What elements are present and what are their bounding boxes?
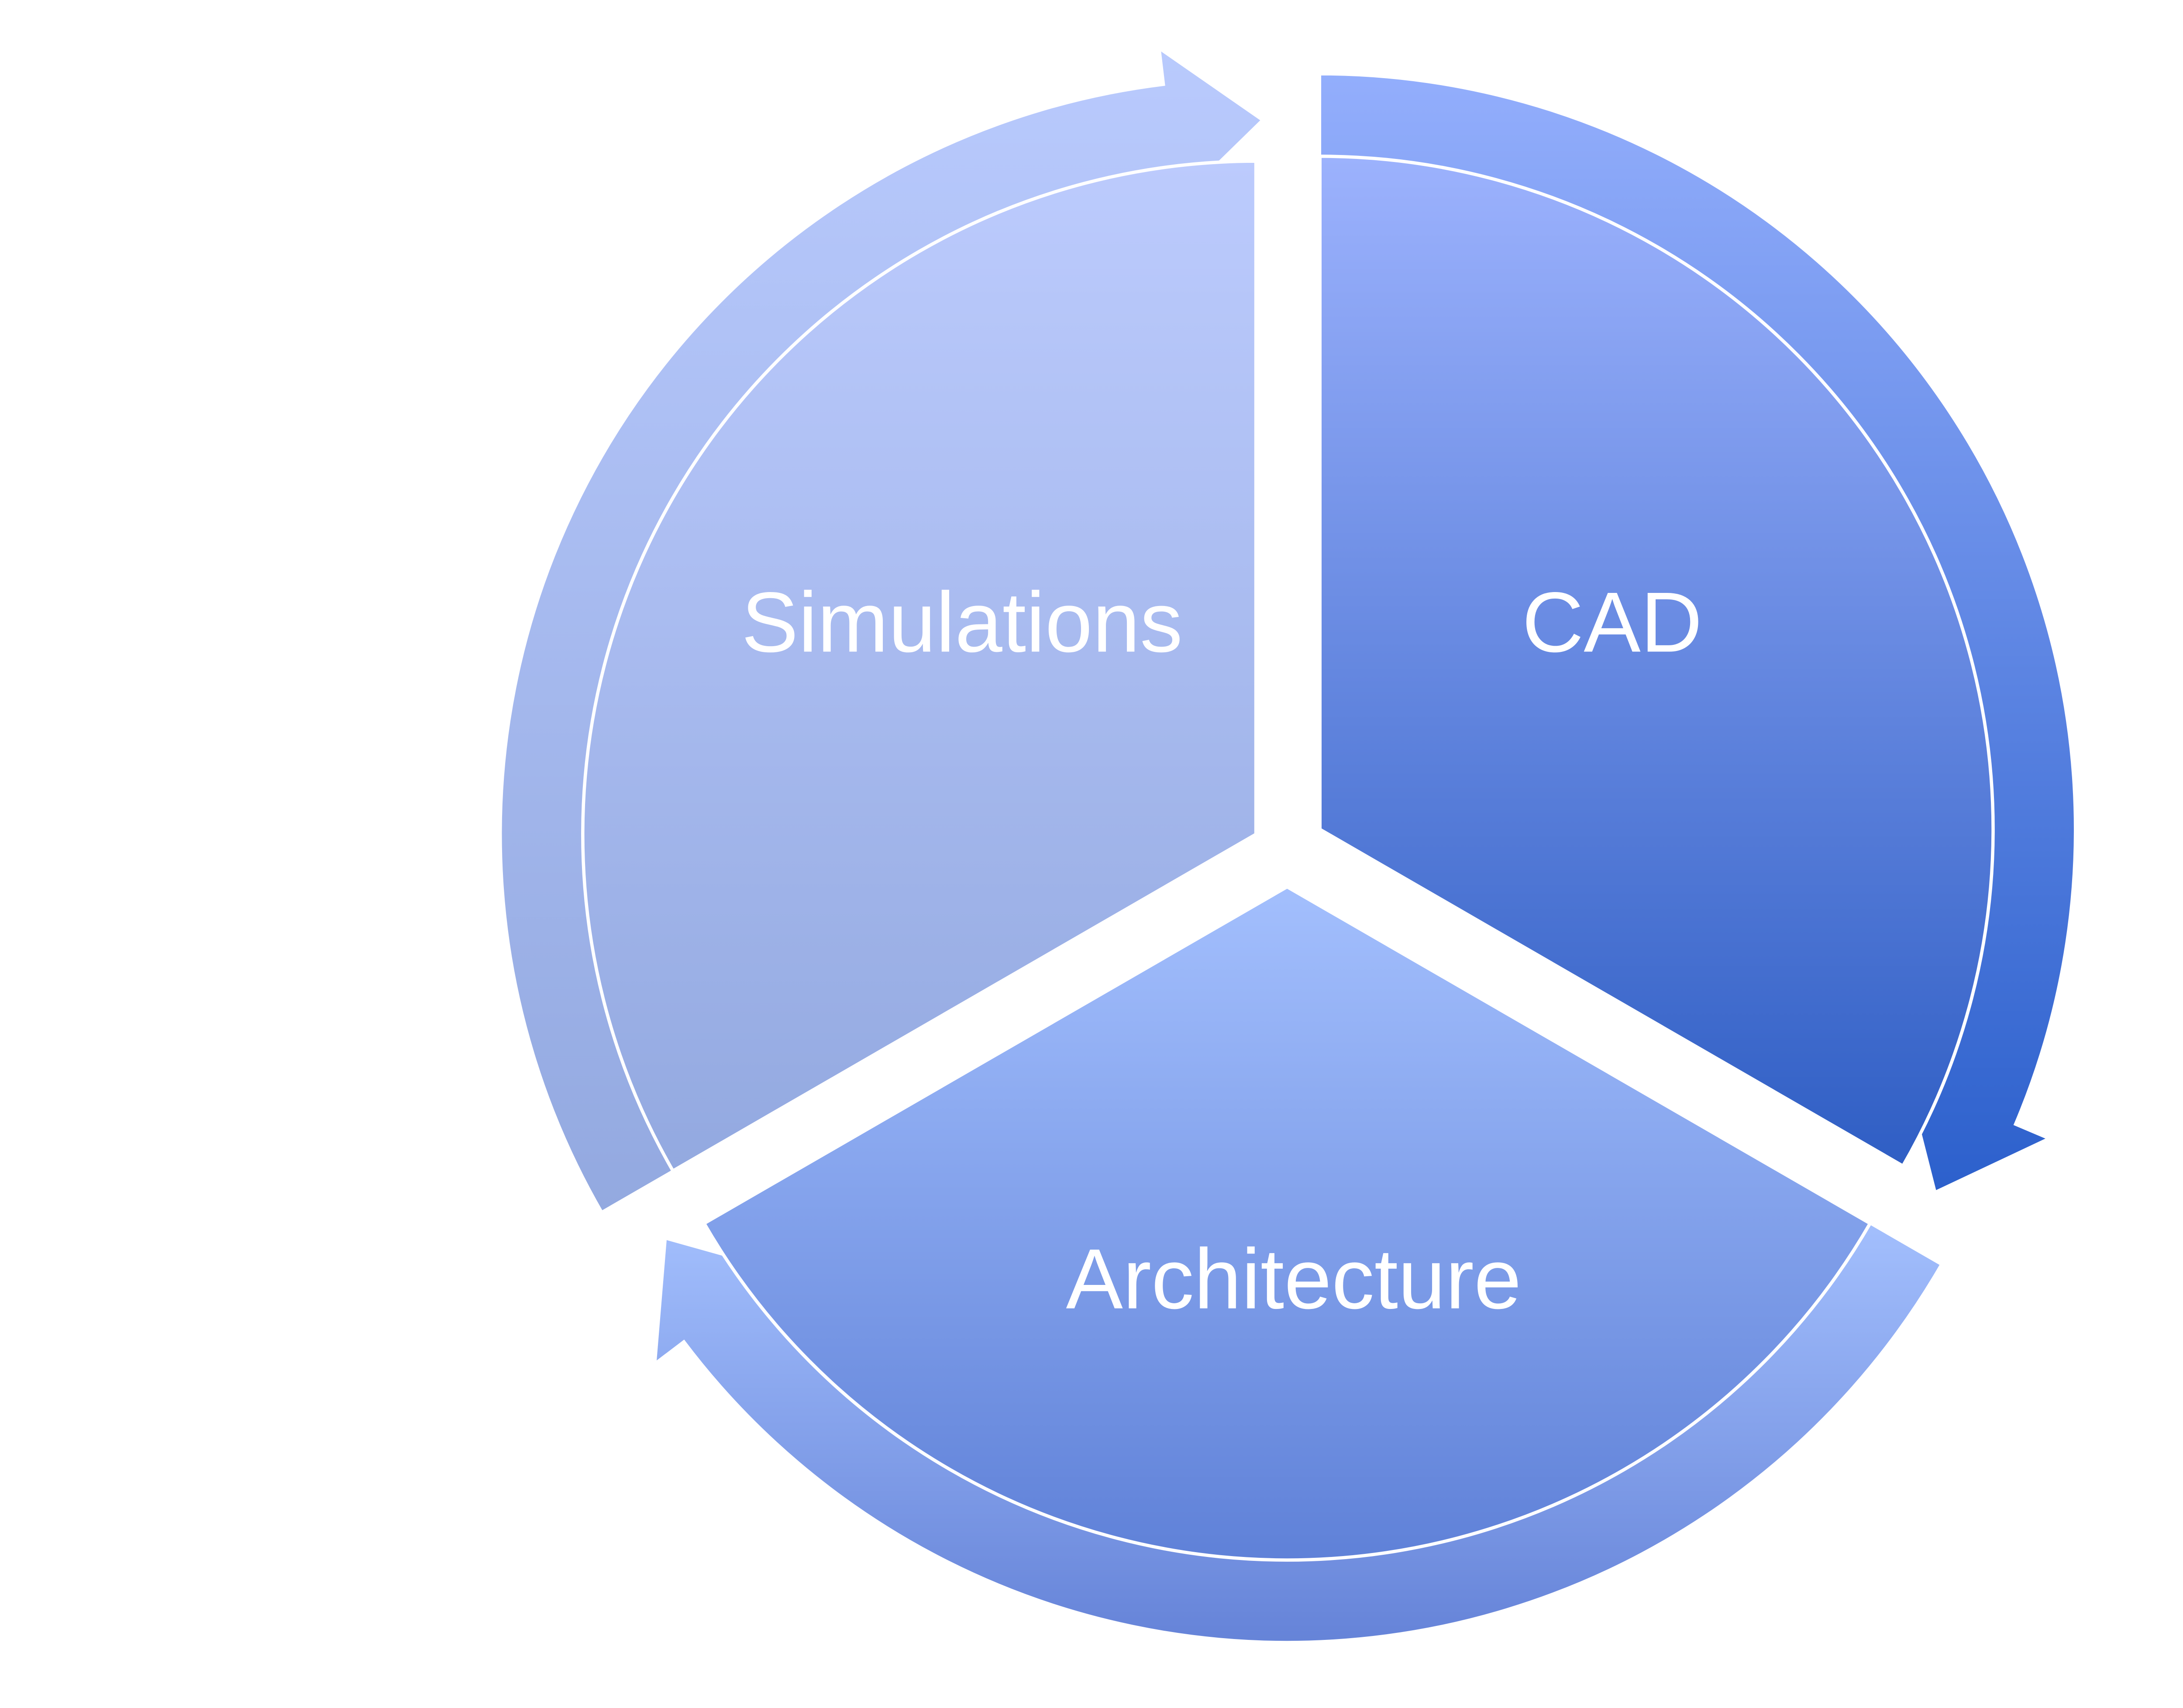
segment-cad <box>1318 155 1995 1168</box>
segment-architecture <box>702 885 1873 1562</box>
segment-label-cad: CAD <box>1522 575 1702 670</box>
segment-label-simulations: Simulations <box>741 575 1183 670</box>
segment-simulations <box>581 159 1258 1173</box>
segment-label-architecture: Architecture <box>1066 1232 1521 1327</box>
